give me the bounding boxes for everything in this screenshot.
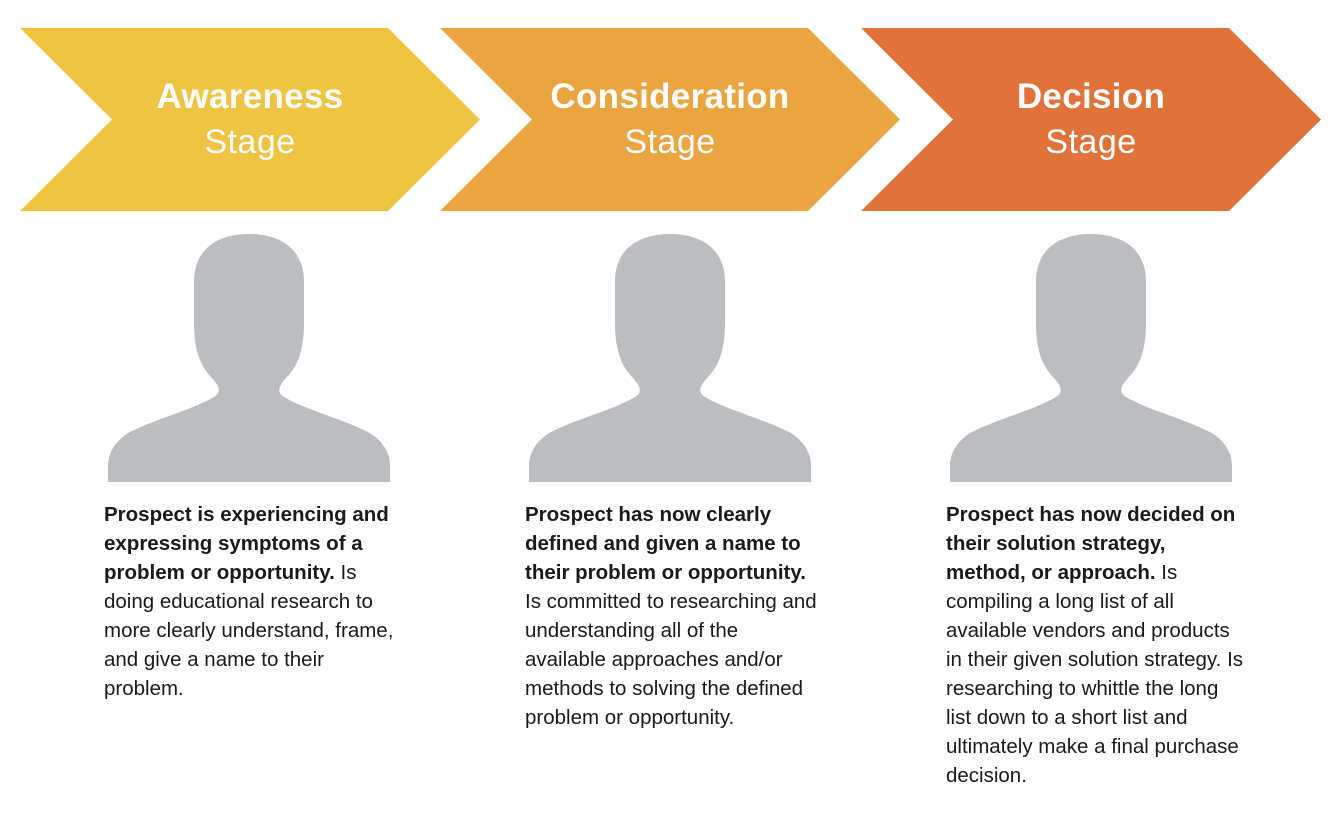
chevron-shape [861, 28, 1321, 211]
chevron-shape [440, 28, 900, 211]
stage-label: Awareness Stage [20, 28, 480, 211]
stage-subtitle: Stage [1045, 122, 1137, 161]
description-bold-text: Prospect has now decided on their soluti… [946, 503, 1236, 584]
stage-description-consideration: Prospect has now clearly defined and giv… [525, 500, 821, 732]
description-text: Is committed to researching and understa… [525, 590, 817, 729]
person-silhouette-icon [108, 234, 390, 482]
stage-description-decision: Prospect has now decided on their soluti… [946, 500, 1246, 790]
description-bold-text: Prospect has now clearly defined and giv… [525, 503, 806, 584]
stage-title: Consideration [550, 76, 790, 116]
description-text: Is doing educational research to more cl… [104, 561, 394, 700]
person-silhouette-icon [950, 234, 1232, 482]
description-bold-text: Prospect is experiencing and expressing … [104, 503, 389, 584]
stage-chevron-decision: Decision Stage [861, 28, 1321, 211]
stage-chevron-awareness: Awareness Stage [20, 28, 480, 211]
stage-label: Decision Stage [861, 28, 1321, 211]
stage-description-awareness: Prospect is experiencing and expressing … [104, 500, 400, 703]
stage-chevron-consideration: Consideration Stage [440, 28, 900, 211]
stage-title: Decision [1016, 76, 1166, 116]
stage-chevrons: Awareness Stage Consideration Stage Deci… [0, 0, 1334, 230]
person-silhouette-icon [529, 234, 811, 482]
chevron-shape [20, 28, 480, 211]
stage-subtitle: Stage [624, 122, 716, 161]
stage-title: Awareness [156, 76, 344, 116]
description-text: Is compiling a long list of all availabl… [946, 561, 1244, 787]
stage-subtitle: Stage [204, 122, 296, 161]
stage-label: Consideration Stage [440, 28, 900, 211]
